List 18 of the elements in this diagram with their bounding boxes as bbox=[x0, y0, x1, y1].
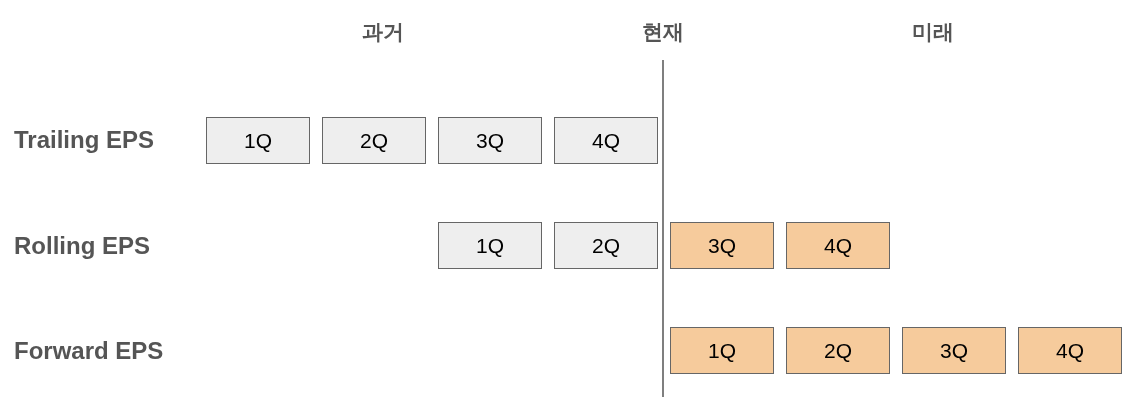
quarter-box: 1Q bbox=[206, 117, 310, 164]
quarter-box: 1Q bbox=[438, 222, 542, 269]
time-period-label: 현재 bbox=[642, 19, 684, 45]
quarter-box: 2Q bbox=[322, 117, 426, 164]
time-period-label: 과거 bbox=[362, 19, 404, 45]
row-label: Rolling EPS bbox=[14, 232, 150, 260]
quarter-box: 2Q bbox=[786, 327, 890, 374]
quarter-box: 4Q bbox=[786, 222, 890, 269]
row-label: Trailing EPS bbox=[14, 126, 155, 154]
quarter-box: 1Q bbox=[670, 327, 774, 374]
quarter-box: 3Q bbox=[438, 117, 542, 164]
quarter-box: 2Q bbox=[554, 222, 658, 269]
row-label: Forward EPS bbox=[14, 337, 164, 365]
quarter-box: 4Q bbox=[1018, 327, 1122, 374]
quarter-box: 4Q bbox=[554, 117, 658, 164]
quarter-box: 3Q bbox=[902, 327, 1006, 374]
time-period-label: 미래 bbox=[912, 19, 954, 45]
quarter-box: 3Q bbox=[670, 222, 774, 269]
